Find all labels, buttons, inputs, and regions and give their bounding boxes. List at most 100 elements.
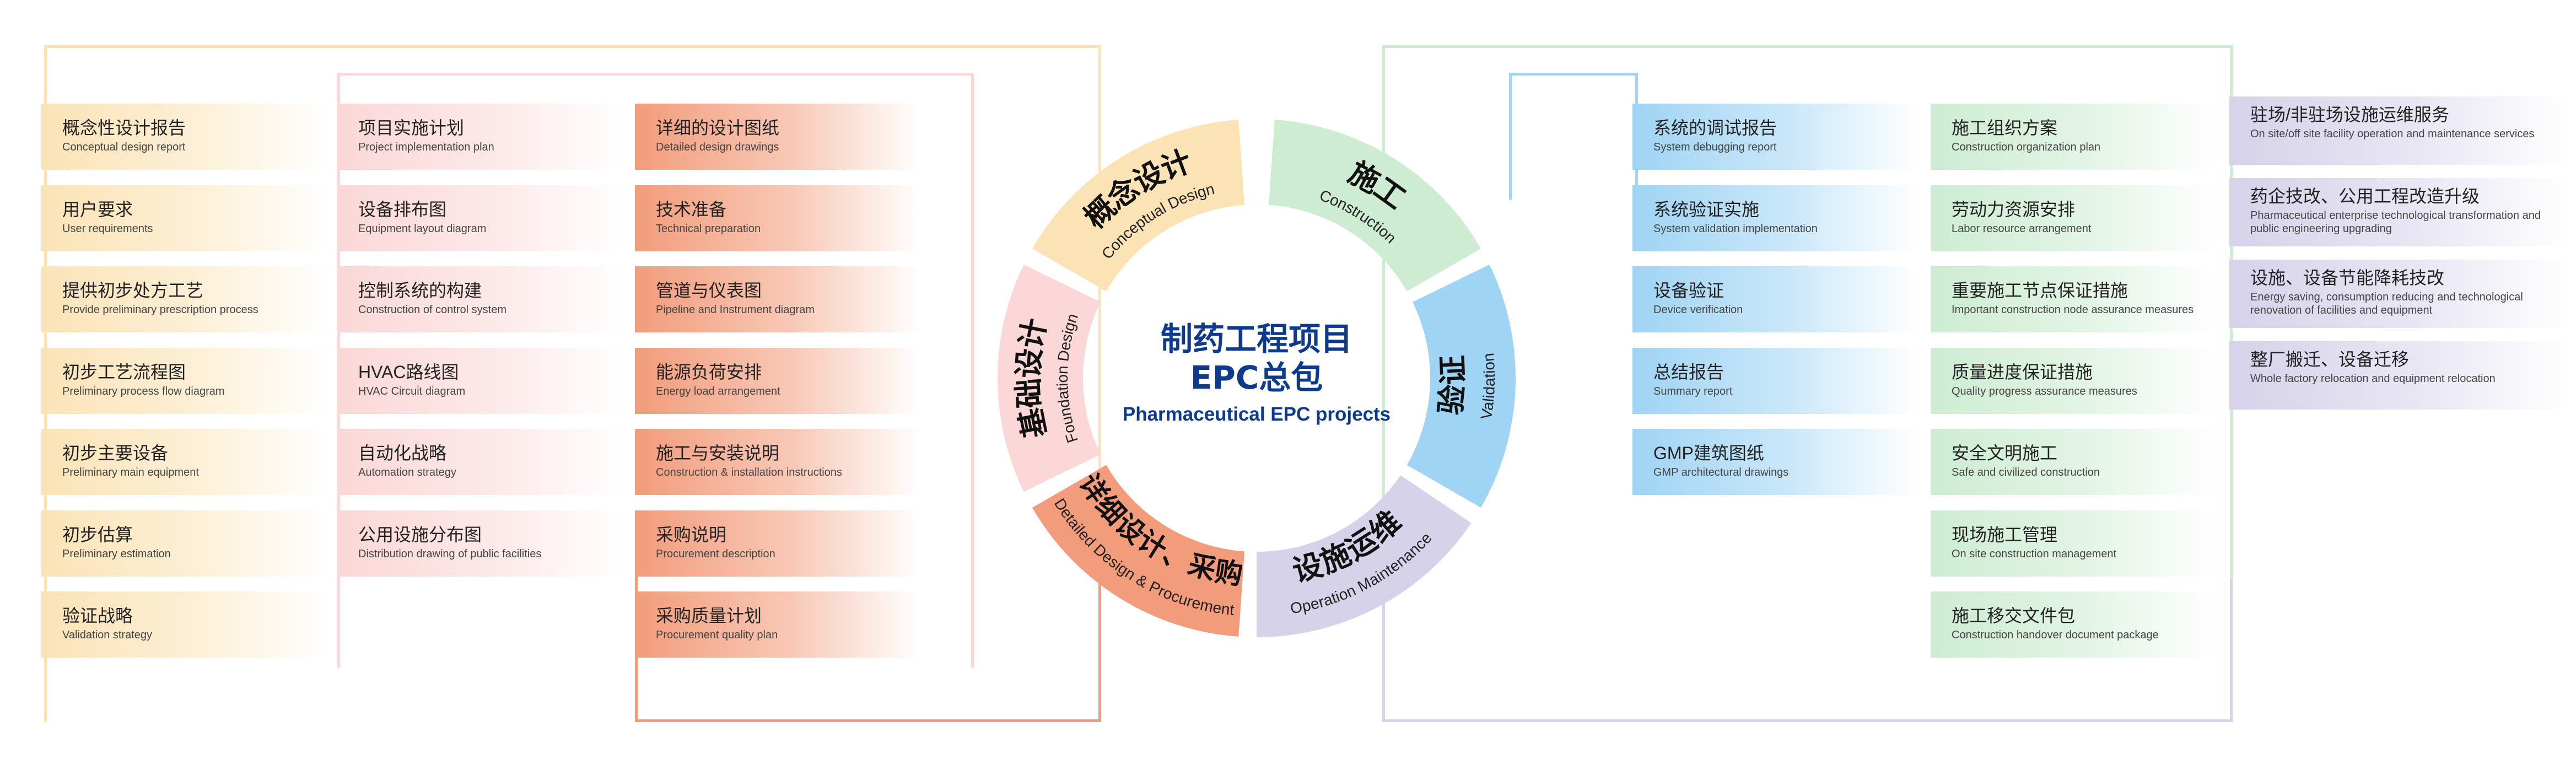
construction-column: 施工组织方案 Construction organization plan 劳动力资…: [1931, 104, 2217, 666]
conceptual-card: 初步估算 Preliminary estimation: [41, 510, 328, 577]
detailed-card-title: 详细的设计图纸: [656, 118, 780, 138]
validation-card: 系统的调试报告 System debugging report: [1632, 104, 1919, 170]
construction-card-subtitle: Labor resource arrangement: [1952, 222, 2092, 235]
conceptual-card-subtitle: Conceptual design report: [62, 141, 186, 153]
conceptual-card-title: 提供初步处方工艺: [62, 281, 204, 300]
foundation-card-title: 公用设施分布图: [358, 524, 482, 545]
foundation-card: 项目实施计划 Project implementation plan: [337, 104, 624, 170]
detailed-card-subtitle: Pipeline and Instrument diagram: [656, 304, 815, 316]
foundation-card-subtitle: Distribution drawing of public facilitie…: [358, 547, 542, 560]
detailed-card: 技术准备 Technical preparation: [635, 185, 921, 251]
detailed-card-subtitle: Technical preparation: [656, 222, 761, 235]
operation-card-title: 药企技改、公用工程改造升级: [2250, 186, 2480, 206]
operation-card: 药企技改、公用工程改造升级 Pharmaceutical enterprise t…: [2229, 178, 2571, 246]
detailed-card-title: 施工与安装说明: [656, 443, 780, 463]
conceptual-card-subtitle: User requirements: [62, 222, 153, 235]
foundation-card-title: 自动化战略: [358, 443, 447, 463]
detailed-card-title: 管道与仪表图: [656, 281, 762, 300]
ring-segment-foundation: [998, 264, 1101, 492]
conceptual-card-title: 概念性设计报告: [62, 118, 186, 138]
center-title: 制药工程项目 EPC总包 Pharmaceutical EPC projects: [1091, 320, 1422, 427]
ring-segment-operation: [1257, 475, 1472, 637]
detailed-card-title: 能源负荷安排: [656, 362, 762, 382]
validation-card-title: GMP建筑图纸: [1653, 443, 1764, 463]
operation-card-subtitle: Pharmaceutical enterprise technological …: [2250, 209, 2541, 235]
construction-card-title: 施工组织方案: [1952, 118, 2058, 138]
validation-card-title: 设备验证: [1653, 281, 1724, 300]
construction-card-subtitle: On site construction management: [1952, 547, 2117, 560]
conceptual-card-subtitle: Preliminary estimation: [62, 547, 171, 560]
ring-sublabel-validation: Validation: [1478, 352, 1498, 421]
foundation-card-title: 项目实施计划: [358, 118, 465, 138]
foundation-card-subtitle: Project implementation plan: [358, 141, 494, 153]
ring-segment-conceptual: [1032, 120, 1245, 292]
construction-card-title: 劳动力资源安排: [1952, 199, 2076, 219]
construction-card: 施工组织方案 Construction organization plan: [1931, 104, 2217, 170]
validation-card-title: 系统的调试报告: [1653, 118, 1777, 138]
construction-card-subtitle: Important construction node assurance me…: [1952, 304, 2194, 316]
foundation-card-subtitle: Equipment layout diagram: [358, 222, 487, 235]
construction-card-subtitle: Safe and civilized construction: [1952, 466, 2100, 478]
construction-card: 重要施工节点保证措施 Important construction node as…: [1931, 266, 2217, 332]
center-title-line2: EPC总包: [1190, 359, 1323, 396]
ring-segment-construction: [1268, 120, 1481, 292]
operation-card-subtitle: Whole factory relocation and equipment r…: [2250, 373, 2496, 385]
conceptual-card: 初步工艺流程图 Preliminary process flow diagram: [41, 347, 328, 414]
conceptual-card-subtitle: Preliminary main equipment: [62, 466, 199, 478]
conceptual-card-subtitle: Preliminary process flow diagram: [62, 385, 225, 397]
detailed-column: 详细的设计图纸 Detailed design drawings 技术准备 Techn…: [635, 104, 921, 666]
foundation-card-subtitle: HVAC Circuit diagram: [358, 385, 466, 397]
conceptual-card-title: 初步估算: [62, 524, 133, 545]
validation-card-title: 总结报告: [1653, 362, 1724, 382]
construction-card-title: 质量进度保证措施: [1952, 362, 2093, 382]
detailed-card-title: 技术准备: [656, 199, 727, 219]
detailed-card-subtitle: Procurement description: [656, 547, 775, 560]
detailed-card-subtitle: Energy load arrangement: [656, 385, 780, 397]
detailed-card-title: 采购质量计划: [656, 606, 762, 626]
construction-card: 现场施工管理 On site construction management: [1931, 510, 2217, 577]
construction-card-subtitle: Construction organization plan: [1952, 141, 2101, 153]
construction-card-title: 重要施工节点保证措施: [1952, 281, 2128, 300]
detailed-card-subtitle: Detailed design drawings: [656, 141, 779, 153]
foundation-card: 自动化战略 Automation strategy: [337, 429, 624, 495]
validation-card-subtitle: System debugging report: [1653, 141, 1777, 153]
validation-card-subtitle: Summary report: [1653, 385, 1733, 397]
operation-frame: [1382, 579, 2233, 722]
detailed-card: 管道与仪表图 Pipeline and Instrument diagram: [635, 266, 921, 332]
detailed-card: 详细的设计图纸 Detailed design drawings: [635, 104, 921, 170]
center-title-line1: 制药工程项目: [1160, 320, 1352, 358]
construction-card-title: 施工移交文件包: [1952, 606, 2076, 626]
conceptual-card-subtitle: Provide preliminary prescription process: [62, 304, 258, 316]
conceptual-card-subtitle: Validation strategy: [62, 629, 153, 641]
foundation-card-title: HVAC路线图: [358, 362, 459, 382]
center-subtitle: Pharmaceutical EPC projects: [1122, 404, 1391, 425]
operation-card-subtitle: Energy saving, consumption reducing and …: [2250, 291, 2523, 316]
conceptual-card: 提供初步处方工艺 Provide preliminary prescription…: [41, 266, 328, 332]
validation-card-title: 系统验证实施: [1653, 199, 1760, 219]
construction-card: 劳动力资源安排 Labor resource arrangement: [1931, 185, 2217, 251]
conceptual-card-title: 初步工艺流程图: [62, 362, 186, 382]
operation-card-subtitle: On site/off site facility operation and …: [2250, 128, 2535, 140]
ring-segment-validation: [1406, 264, 1516, 508]
construction-card-title: 现场施工管理: [1952, 524, 2058, 545]
ring-segment-detailed: [1032, 465, 1245, 637]
foundation-card-subtitle: Automation strategy: [358, 466, 456, 478]
